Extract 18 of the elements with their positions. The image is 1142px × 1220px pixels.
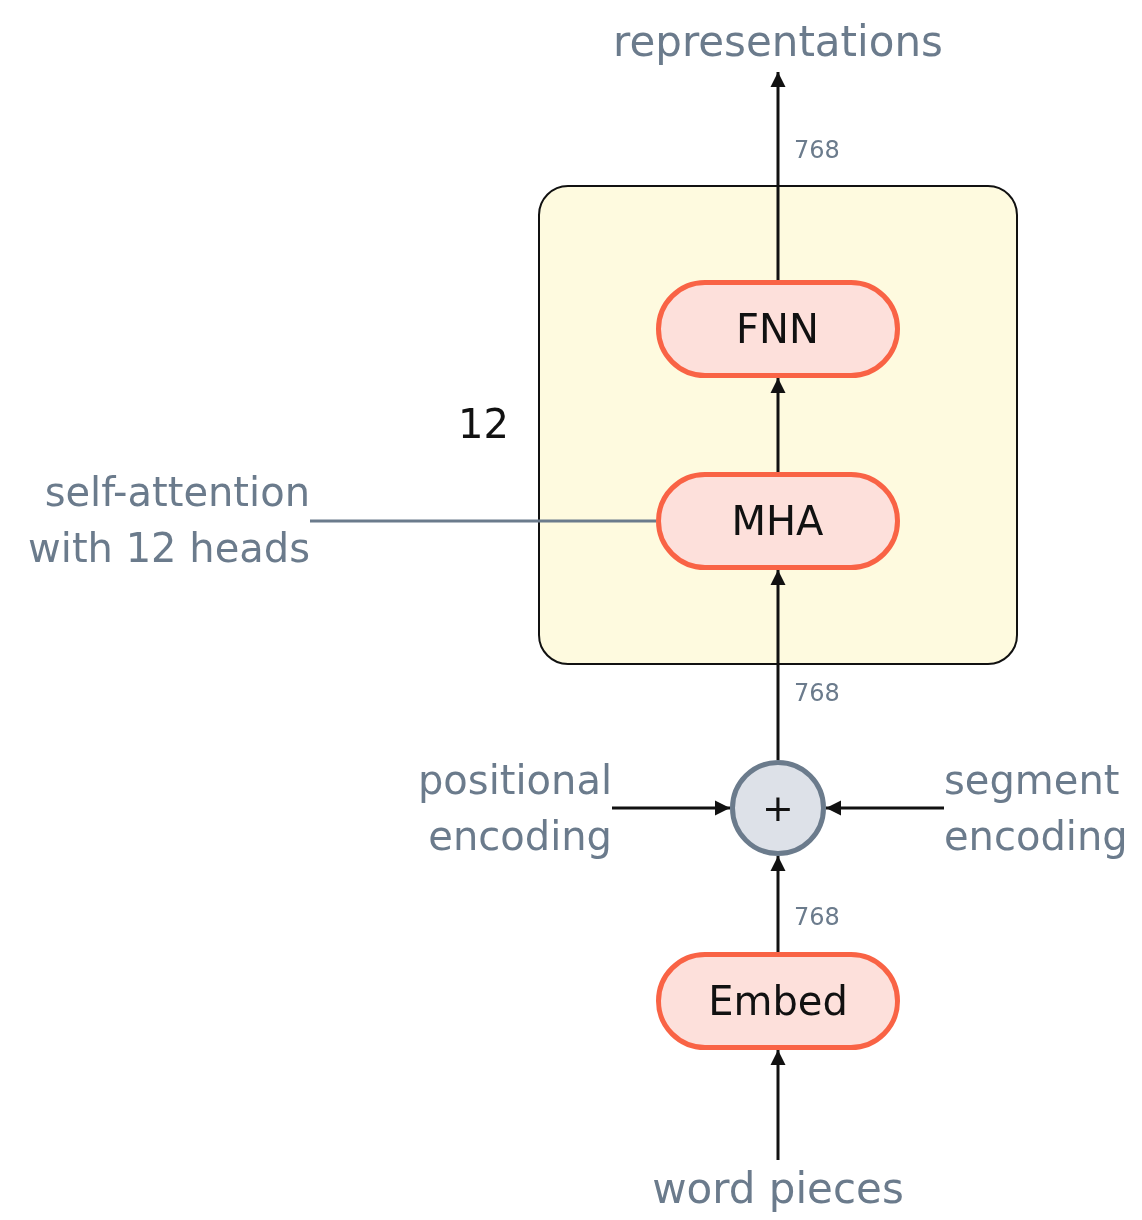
arrow [770,856,786,952]
arrow [770,378,786,472]
text-label: positional encoding [380,748,612,868]
node-label: Embed [708,978,848,1024]
repeat-count: 12 [458,401,509,447]
arrow [826,800,944,816]
node-label: FNN [736,305,819,352]
node-label: + [762,789,794,827]
leader-line [310,519,656,523]
arrow [770,1050,786,1160]
text-label: segment encoding [944,748,1140,868]
text-label: self-attention with 12 heads [10,458,310,582]
text-label: word pieces [600,1160,956,1218]
arrow [770,570,786,760]
node-label: MHA [731,497,824,544]
arrow [770,72,786,280]
text-label: representations [560,12,996,72]
arrow [612,800,730,816]
